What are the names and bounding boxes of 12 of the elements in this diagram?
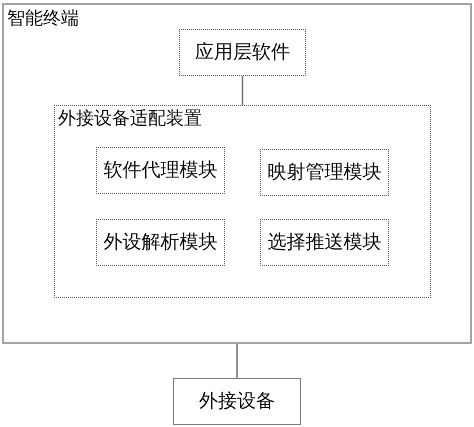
module-group-frame: [54, 105, 431, 298]
module-box: 外设解析模块: [96, 219, 225, 266]
frame-title: 智能终端: [7, 8, 79, 30]
connector-line: [236, 344, 238, 378]
device-box: 外接设备: [173, 378, 301, 425]
module-box: 软件代理模块: [96, 147, 225, 194]
software-box: 应用层软件: [179, 29, 306, 76]
outer-frame: [2, 3, 472, 344]
connector-line: [242, 76, 244, 105]
module-box: 映射管理模块: [260, 149, 389, 196]
group-title: 外接设备适配装置: [58, 108, 202, 130]
module-box: 选择推送模块: [260, 219, 389, 266]
